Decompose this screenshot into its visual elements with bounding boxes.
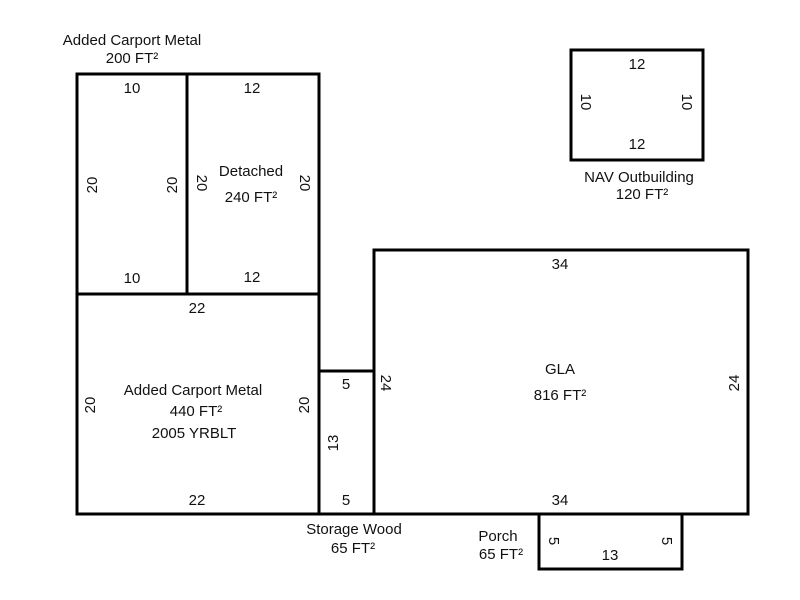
gla-area: 816 FT² xyxy=(534,387,587,404)
dim-detached-top: 12 xyxy=(244,80,261,97)
porch-name: Porch xyxy=(478,528,517,545)
walls xyxy=(75,48,750,571)
dim-storage-bottom: 5 xyxy=(342,492,350,509)
nav-outbuilding-area: 120 FT² xyxy=(616,186,669,203)
dim-detached-left: 20 xyxy=(193,175,210,192)
storage-area: 65 FT² xyxy=(331,540,375,557)
carport-top-area: 200 FT² xyxy=(106,50,159,67)
detached-name: Detached xyxy=(219,163,283,180)
dim-porch-right: 5 xyxy=(658,537,675,545)
dim-nav-left: 10 xyxy=(577,94,594,111)
dim-carport-top-bottom: 10 xyxy=(124,270,141,287)
dim-carport-bottom-right: 20 xyxy=(296,397,313,414)
gla-wall xyxy=(372,248,750,516)
dim-storage-side: 13 xyxy=(325,435,342,452)
dim-carport-top-right: 20 xyxy=(164,177,181,194)
nav-outbuilding-wall xyxy=(569,48,705,162)
dim-carport-bottom-bottom: 22 xyxy=(189,492,206,509)
dim-carport-top-top: 10 xyxy=(124,80,141,97)
dim-carport-bottom-top: 22 xyxy=(189,300,206,317)
dim-gla-bottom: 34 xyxy=(552,492,569,509)
dim-detached-bottom: 12 xyxy=(244,269,261,286)
dim-gla-top: 34 xyxy=(552,256,569,273)
porch-area: 65 FT² xyxy=(479,546,523,563)
carport-bottom-area: 440 FT² xyxy=(170,403,223,420)
detached-area: 240 FT² xyxy=(225,189,278,206)
dim-carport-bottom-left: 20 xyxy=(82,397,99,414)
storage-name: Storage Wood xyxy=(306,521,402,538)
dim-porch-bottom: 13 xyxy=(602,547,619,564)
dim-gla-left: 24 xyxy=(377,375,394,392)
porch-wall xyxy=(537,512,684,571)
dim-porch-left: 5 xyxy=(545,537,562,545)
gla-name: GLA xyxy=(545,361,575,378)
dim-nav-right: 10 xyxy=(678,94,695,111)
carport-top-name: Added Carport Metal xyxy=(63,32,201,49)
dim-detached-right: 20 xyxy=(296,175,313,192)
dim-carport-top-left: 20 xyxy=(84,177,101,194)
carport-bottom-year-built: 2005 YRBLT xyxy=(152,425,237,442)
nav-outbuilding-name: NAV Outbuilding xyxy=(584,169,694,186)
dim-storage-top: 5 xyxy=(342,376,350,393)
carport-bottom-name: Added Carport Metal xyxy=(124,382,262,399)
dim-nav-top: 12 xyxy=(629,56,646,73)
dim-nav-bottom: 12 xyxy=(629,136,646,153)
dim-gla-right: 24 xyxy=(726,375,743,392)
